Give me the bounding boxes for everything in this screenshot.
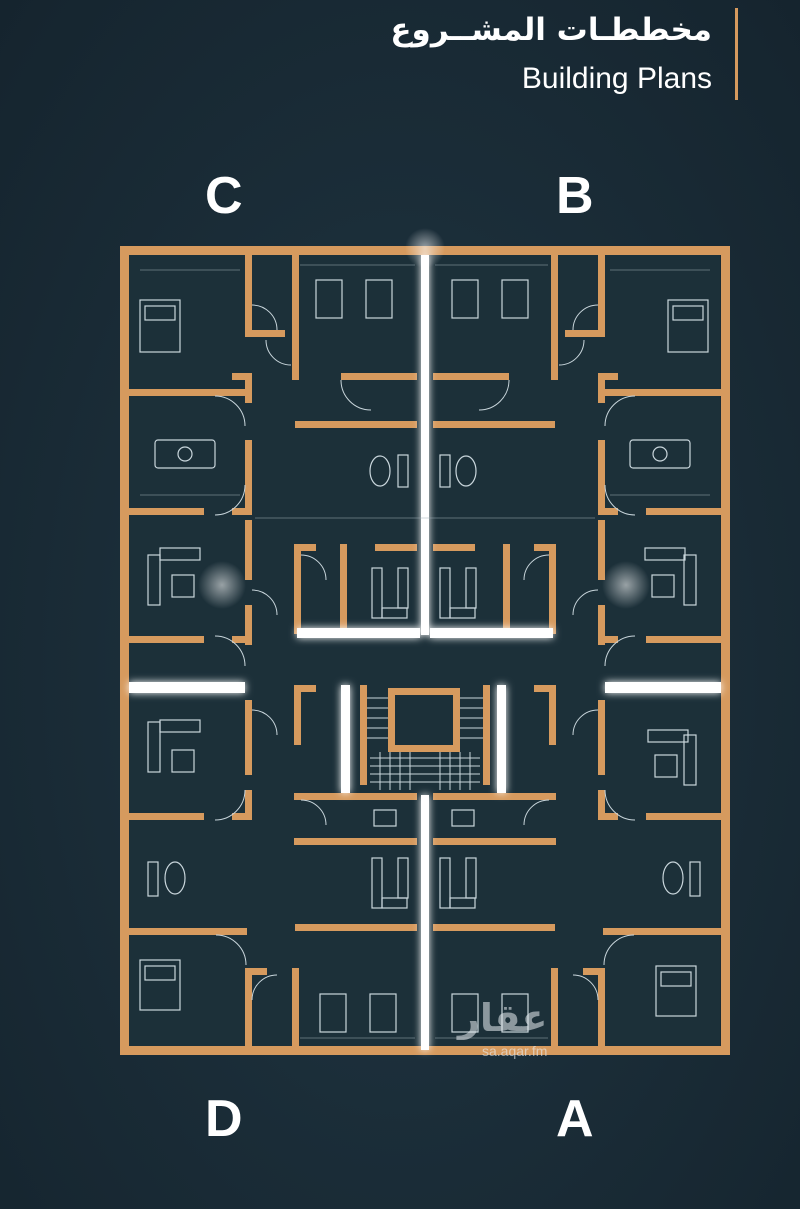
staircase xyxy=(367,697,483,790)
quadrant-label-d: D xyxy=(205,1090,243,1148)
sofa-icon xyxy=(683,554,697,606)
single-bed-icon xyxy=(369,993,397,1033)
coffee-table-icon xyxy=(651,574,675,598)
page-title-english: Building Plans xyxy=(521,62,712,95)
kitchen-counter-icon xyxy=(371,567,383,619)
door-swings xyxy=(214,304,636,1001)
lounge-table-icon xyxy=(164,861,186,895)
aqar-logo: عقار xyxy=(458,996,548,1040)
page-title-arabic: مخططـات المشــروع xyxy=(390,12,712,48)
single-bed-icon xyxy=(451,279,479,319)
kitchen-counter-icon xyxy=(439,857,451,909)
aqar-url: sa.aqar.fm xyxy=(482,1043,548,1059)
coffee-table-icon xyxy=(171,574,195,598)
glow-lines xyxy=(129,255,721,1050)
dining-table-icon xyxy=(154,439,216,469)
interior-walls xyxy=(129,255,721,1046)
bathroom-fixture-icon xyxy=(373,809,397,827)
dimension-lines xyxy=(140,264,710,1039)
lounge-table-icon xyxy=(662,861,684,895)
lounge-table-icon xyxy=(455,455,477,487)
sofa-icon xyxy=(147,721,161,773)
single-bed-icon xyxy=(501,279,529,319)
quadrant-label-a: A xyxy=(556,1090,594,1148)
single-bed-icon xyxy=(501,993,529,1033)
master-bed-icon xyxy=(139,959,181,1011)
single-bed-icon xyxy=(315,279,343,319)
bathroom-fixture-icon xyxy=(451,809,475,827)
kitchen-counter-icon xyxy=(371,857,383,909)
sofa-icon xyxy=(147,554,161,606)
lamp-glows xyxy=(198,228,650,609)
lounge-table-icon xyxy=(369,455,391,487)
sofa-icon xyxy=(683,734,697,786)
quadrant-label-b: B xyxy=(556,167,594,225)
single-bed-icon xyxy=(319,993,347,1033)
kitchen-counter-icon xyxy=(439,567,451,619)
coffee-table-icon xyxy=(171,749,195,773)
furniture xyxy=(139,279,709,1033)
master-bed-icon xyxy=(139,299,181,353)
master-bed-icon xyxy=(667,299,709,353)
coffee-table-icon xyxy=(654,754,678,778)
single-bed-icon xyxy=(451,993,479,1033)
dining-table-icon xyxy=(629,439,691,469)
quadrant-label-c: C xyxy=(205,167,243,225)
title-accent-bar xyxy=(735,8,738,100)
single-bed-icon xyxy=(365,279,393,319)
master-bed-icon xyxy=(655,965,697,1017)
